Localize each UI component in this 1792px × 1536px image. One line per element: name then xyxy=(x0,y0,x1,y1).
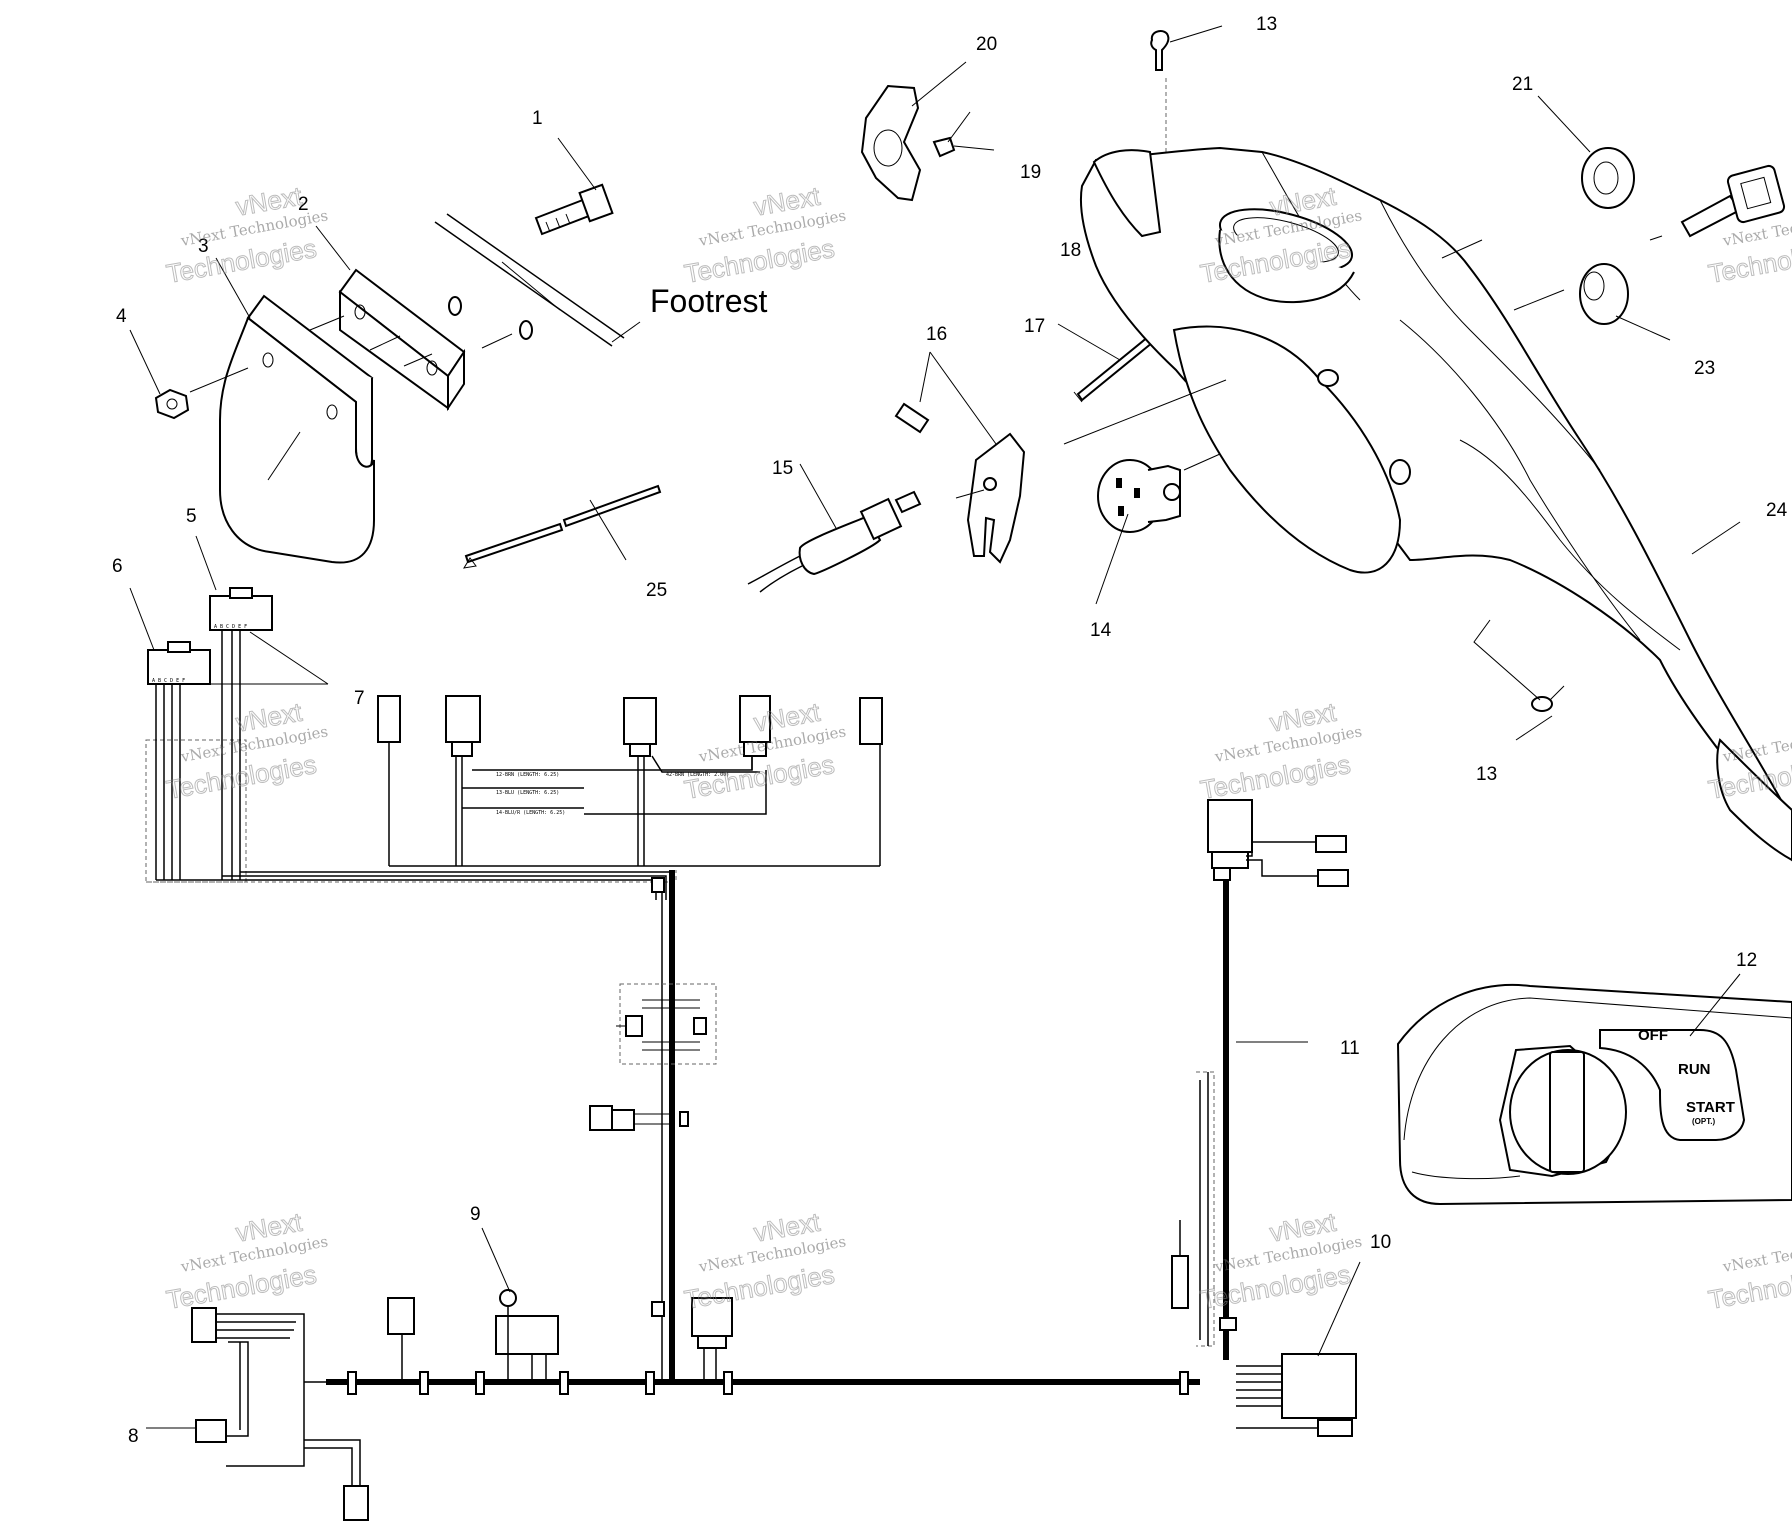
footrest-assembly: Footrest xyxy=(129,137,767,564)
callout-11: 11 xyxy=(1340,1038,1360,1059)
cable-strap-icon xyxy=(1073,330,1160,403)
callout-21: 21 xyxy=(1512,74,1533,95)
grommet-icon xyxy=(1579,263,1629,325)
nut-icon xyxy=(154,388,190,420)
bolt-icon xyxy=(534,183,614,236)
callout-18: 18 xyxy=(1060,240,1081,261)
connector-7 xyxy=(445,695,481,743)
handlebar-housing-icon xyxy=(1079,146,1792,862)
cable-tie-icon xyxy=(463,484,662,569)
callout-4: 4 xyxy=(116,306,127,327)
switch-run-label: RUN xyxy=(1678,1061,1711,1078)
connector-7 xyxy=(623,697,657,745)
callout-7: 7 xyxy=(354,688,365,709)
connector-11 xyxy=(1207,799,1253,853)
wire-label-42-brn: 42-BRN (LENGTH: 2.00) xyxy=(666,772,729,778)
footrest-label: Footrest xyxy=(650,283,767,319)
callout-17: 17 xyxy=(1024,316,1045,337)
switch-off-label: OFF xyxy=(1638,1027,1668,1044)
stop-switch-icon xyxy=(747,490,922,593)
callout-19: 19 xyxy=(1020,162,1041,183)
connector-6-pins: A B C D E F xyxy=(152,678,185,684)
callout-3: 3 xyxy=(198,236,209,257)
ignition-switch-icon xyxy=(1097,445,1239,533)
wiring-harness: A B C D E F A B C D E F 12-BRN (LENGTH: … xyxy=(129,535,1361,1521)
callout-5: 5 xyxy=(186,506,197,527)
callout-12: 12 xyxy=(1736,950,1757,971)
callout-14: 14 xyxy=(1090,620,1112,641)
screw-icon xyxy=(1150,30,1170,71)
key-icon xyxy=(1680,164,1786,238)
callout-24: 24 xyxy=(1766,500,1788,521)
connector-8 xyxy=(195,1419,227,1443)
callout-numbers: 1 2 3 4 5 6 7 8 9 10 11 12 13 13 14 15 1… xyxy=(112,14,1788,1447)
callout-6: 6 xyxy=(112,556,123,577)
throttle-lever-icon xyxy=(966,432,1026,564)
spacer-block-icon xyxy=(338,268,466,412)
screw-icon xyxy=(1531,685,1565,712)
callout-25: 25 xyxy=(646,580,667,601)
wire-label-13-blu: 13-BLU (LENGTH: 6.25) xyxy=(496,790,559,796)
bracket-icon xyxy=(860,84,922,202)
callout-8: 8 xyxy=(128,1426,139,1447)
callout-13-bottom: 13 xyxy=(1476,764,1497,785)
connector-5-pins: A B C D E F xyxy=(214,624,247,630)
washer-icon xyxy=(448,296,462,316)
grommet-icon xyxy=(1581,147,1635,209)
svg-text:vNext Technologies: vNext Technologies xyxy=(1721,1232,1792,1276)
callout-16: 16 xyxy=(926,324,947,345)
switch-panel-icon: OFF RUN START (OPT.) xyxy=(1396,984,1792,1206)
washer-icon xyxy=(519,320,533,340)
callout-20: 20 xyxy=(976,34,997,55)
callout-2: 2 xyxy=(298,194,309,215)
connector-8 xyxy=(191,1307,217,1343)
connector-5 xyxy=(209,595,273,631)
callout-23: 23 xyxy=(1694,358,1715,379)
connector-7 xyxy=(859,697,883,745)
callout-1: 1 xyxy=(532,108,543,129)
clip-icon xyxy=(932,111,995,158)
connector-7 xyxy=(377,695,401,743)
switch-opt-label: (OPT.) xyxy=(1692,1117,1715,1126)
roll-pin-icon xyxy=(894,402,930,434)
switch-start-label: START xyxy=(1686,1099,1735,1116)
connector-10 xyxy=(1281,1353,1357,1419)
wire-label-14-blur: 14-BLU/R (LENGTH: 6.25) xyxy=(496,810,565,816)
wire-label-12-brn: 12-BRN (LENGTH: 6.25) xyxy=(496,772,559,778)
callout-15: 15 xyxy=(772,458,793,479)
callout-9: 9 xyxy=(470,1204,481,1225)
footrest-pad-icon xyxy=(219,294,375,564)
callout-10: 10 xyxy=(1370,1232,1391,1253)
callout-13-top: 13 xyxy=(1256,14,1277,35)
